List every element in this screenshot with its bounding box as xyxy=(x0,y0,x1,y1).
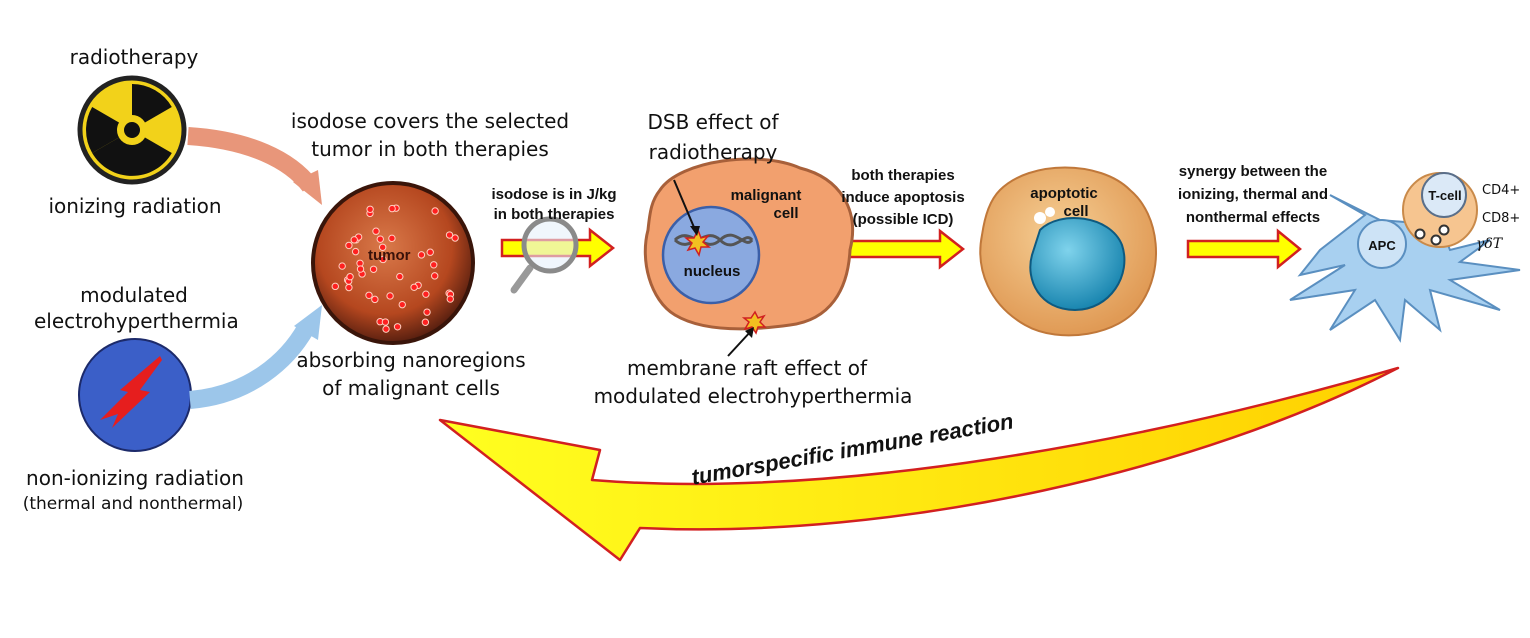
tumor-dot xyxy=(388,234,396,243)
tumor-sphere xyxy=(311,181,475,345)
tumor-dot xyxy=(396,272,404,281)
label-synergy-3: nonthermal effects xyxy=(1185,209,1321,226)
label-apc: APC xyxy=(1368,238,1396,253)
label-gdt: γδT xyxy=(1476,236,1503,252)
tumor-dot xyxy=(431,272,439,280)
label-electrohyperthermia: electrohyperthermia xyxy=(34,309,239,333)
hyperthermia-arrow xyxy=(189,323,314,409)
tumor-dot xyxy=(423,308,431,316)
magnifier-icon xyxy=(510,216,579,294)
label-cd4: CD4+ xyxy=(1482,183,1521,198)
tumor-dot xyxy=(376,235,384,243)
tumor-dot xyxy=(366,205,374,213)
label-modulated: modulated xyxy=(80,283,188,307)
label-isodose-covers-2: tumor in both therapies xyxy=(311,137,549,161)
label-synergy-1: synergy between the xyxy=(1178,163,1328,180)
label-malignant-2: cell xyxy=(773,205,799,222)
tumor-dot xyxy=(379,255,387,264)
malignant-cell xyxy=(643,157,855,357)
label-cd8: CD8+ xyxy=(1482,211,1521,226)
tumor-dot xyxy=(430,261,438,269)
label-apoptotic-1: apoptotic xyxy=(1030,185,1098,202)
burst-icon xyxy=(741,310,767,335)
tumor-dot xyxy=(398,300,406,309)
label-isodose-jkg-2: in both therapies xyxy=(493,206,615,223)
label-thermal-nonthermal: (thermal and nonthermal) xyxy=(22,494,244,514)
tumor-dot xyxy=(426,248,434,256)
tumor-dot xyxy=(431,207,439,215)
tumor-dot xyxy=(421,318,430,326)
tumor-dot xyxy=(365,291,373,299)
label-membrane-1: membrane raft effect of xyxy=(626,356,867,380)
label-membrane-2: modulated electrohyperthermia xyxy=(593,384,913,408)
tumor-dot xyxy=(351,247,360,256)
tumor-dot xyxy=(410,283,418,291)
tumor-dot xyxy=(369,265,378,273)
tumor-dot xyxy=(345,241,353,250)
tumor-dot xyxy=(386,292,394,300)
label-radiotherapy: radiotherapy xyxy=(69,45,199,69)
label-tumor: tumor xyxy=(368,247,411,264)
label-apoptosis-3: (possible ICD) xyxy=(852,211,954,228)
tumor-dot xyxy=(350,236,358,244)
label-dsb-2: radiotherapy xyxy=(648,140,778,164)
block-arrow-2 xyxy=(846,228,966,270)
label-dsb-1: DSB effect of xyxy=(647,110,779,134)
label-absorbing-1: absorbing nanoregions xyxy=(296,348,526,372)
dna-helix-icon xyxy=(673,233,754,247)
lightning-bolt-icon xyxy=(100,356,162,428)
tumor-dot xyxy=(372,227,380,235)
label-synergy-2: ionizing, thermal and xyxy=(1177,186,1328,203)
tumor-dot xyxy=(445,231,454,239)
label-absorbing-2: of malignant cells xyxy=(322,376,500,400)
tcell xyxy=(1402,172,1478,248)
hyperthermia-disc xyxy=(78,338,192,452)
radiation-hazard-icon xyxy=(77,75,187,185)
apc-cell xyxy=(1289,194,1521,343)
label-non-ionizing: non-ionizing radiation xyxy=(26,466,244,490)
tumor-dot xyxy=(331,282,339,291)
apoptotic-cell xyxy=(979,166,1157,337)
immune-reaction-arrow xyxy=(438,366,1400,562)
tumor-dot xyxy=(378,243,387,251)
label-nucleus: nucleus xyxy=(683,263,741,280)
tumor-dot xyxy=(356,265,365,273)
tumor-dot xyxy=(382,325,390,333)
tumor-dot xyxy=(371,295,379,304)
label-isodose-covers-1: isodose covers the selected xyxy=(290,109,570,133)
label-malignant-1: malignant xyxy=(730,187,802,204)
label-isodose-jkg-1: isodose is in J/kg xyxy=(491,186,617,203)
tumor-dot xyxy=(417,251,426,259)
tumor-dot xyxy=(381,318,390,326)
label-apoptotic-2: cell xyxy=(1063,203,1089,220)
tumor-dot xyxy=(446,295,454,303)
label-apoptosis-2: induce apoptosis xyxy=(841,189,965,206)
tumor-dot xyxy=(345,283,353,292)
burst-icon xyxy=(683,228,712,257)
block-arrow-3 xyxy=(1186,228,1302,270)
label-ionizing-radiation: ionizing radiation xyxy=(48,194,222,218)
tumor-dot xyxy=(422,290,430,298)
label-apoptosis-1: both therapies xyxy=(851,167,955,184)
tumor-dot xyxy=(338,262,346,270)
tumor-dot xyxy=(393,323,402,331)
label-tcell: T-cell xyxy=(1428,188,1462,203)
tumor-dot xyxy=(451,234,459,242)
tumor-dot xyxy=(346,273,354,281)
tumor-dot xyxy=(388,204,396,213)
